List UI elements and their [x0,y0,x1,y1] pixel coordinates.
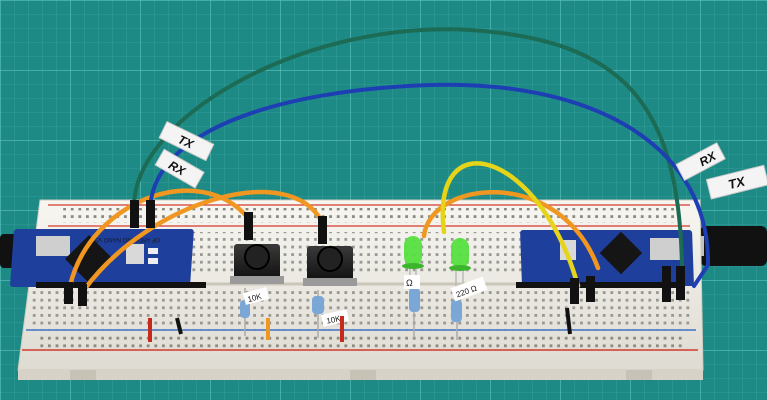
resistor-3: Ω [404,275,420,338]
svg-text:10K: 10K [247,292,264,305]
tag-rx-right: RX [675,142,726,182]
jumper-wires [148,307,572,342]
svg-text:TX: TX [727,173,748,192]
resistor-2: 10K [312,290,349,338]
resistor-1: 10K [240,287,270,336]
svg-text:OF ARDUINO NANO V3: OF ARDUINO NANO V3 [94,236,160,242]
breadboard [17,199,704,380]
wire-headers [64,200,685,306]
tag-rx-left: RX [154,148,205,189]
tag-tx-right: TX [705,164,767,200]
yellow-wire [440,161,581,289]
svg-text:10K: 10K [326,314,342,326]
svg-text:TX: TX [176,132,197,152]
arduino-nano-left: OF ARDUINO NANO V3 [10,229,206,288]
push-button-2 [303,246,357,286]
orange-wires [67,188,601,293]
svg-text:Ω: Ω [406,278,413,288]
tag-tx-left: TX [158,120,215,162]
push-button-1 [230,244,284,284]
led-2 [449,238,471,290]
